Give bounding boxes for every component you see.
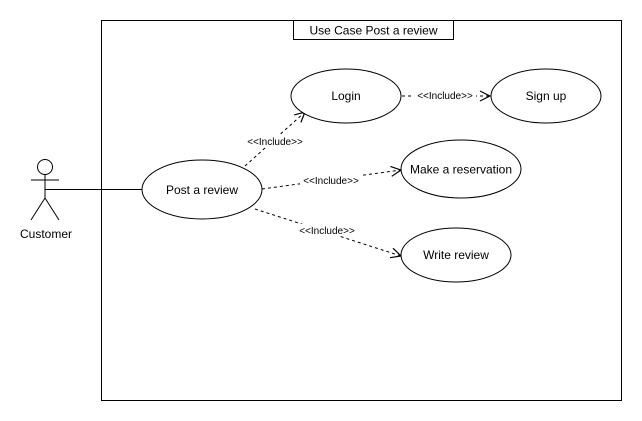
include-label: <<Include>>: [247, 137, 303, 148]
system-title-box: [293, 20, 454, 40]
actor-head: [37, 159, 53, 175]
include-label: <<Include>>: [303, 176, 359, 187]
use-case-label: Make a reservation: [410, 163, 512, 177]
include-post-reservation: <<Include>>: [261, 170, 401, 190]
actor-right-leg: [44, 197, 60, 221]
include-post-login: <<Include>>: [244, 112, 306, 167]
use-case-sign-up[interactable]: Sign up: [490, 68, 602, 124]
use-case-write-review[interactable]: Write review: [400, 227, 512, 283]
include-arrow: [244, 112, 305, 167]
use-case-label: Login: [331, 89, 360, 103]
system-title: Use Case Post a review: [309, 24, 437, 38]
use-case-label: Write review: [423, 248, 489, 262]
include-login-signup: <<Include>>: [402, 89, 490, 102]
use-case-label: Post a review: [166, 183, 238, 197]
include-arrow: [261, 170, 401, 190]
actor-label: Customer: [20, 227, 72, 241]
actor-left-leg: [30, 197, 46, 221]
include-label: <<Include>>: [417, 91, 473, 102]
use-case-label: Sign up: [526, 89, 567, 103]
include-arrow: [254, 208, 401, 256]
include-label: <<Include>>: [299, 226, 355, 237]
include-post-write: <<Include>>: [254, 208, 401, 256]
use-case-post-review[interactable]: Post a review: [141, 159, 263, 220]
use-case-make-reservation[interactable]: Make a reservation: [400, 139, 522, 199]
use-case-login[interactable]: Login: [290, 68, 402, 124]
actor-customer[interactable]: Customer: [20, 159, 72, 242]
